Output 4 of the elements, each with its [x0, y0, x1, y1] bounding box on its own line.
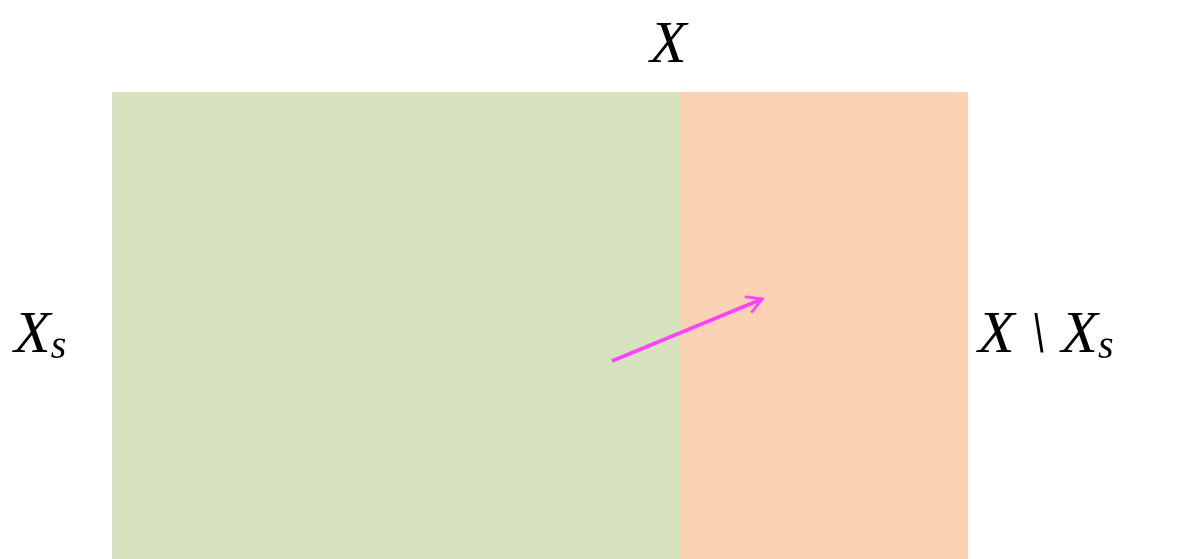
set-label: X	[650, 12, 687, 72]
set-label: X$_{s}$	[14, 302, 67, 365]
set-label: X \ X$_{s}$	[978, 302, 1114, 365]
arrow	[611, 295, 764, 363]
